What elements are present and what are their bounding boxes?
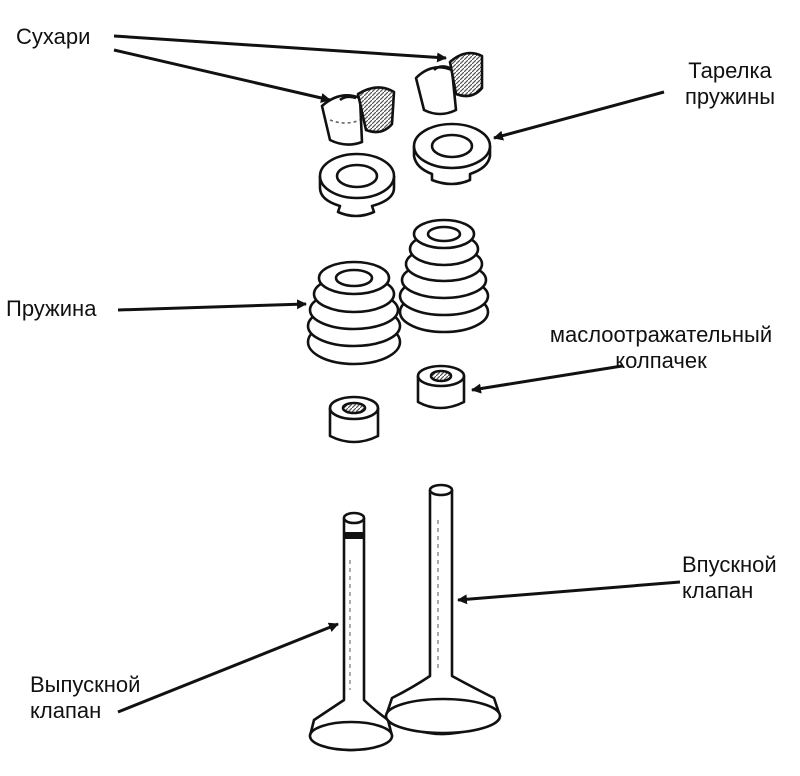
exhaust-arrow [117, 622, 339, 714]
seal-label-line1: маслоотражательный [549, 322, 773, 347]
retainer-right-icon [412, 122, 492, 186]
exhaust-label-line1: Выпускной [30, 672, 141, 697]
keeper-right-icon [414, 51, 484, 116]
keeper-left-icon [320, 86, 396, 146]
keepers-arrow-upper [113, 34, 447, 63]
retainer-label: Тарелка пружины [664, 58, 796, 110]
seal-label-line2: колпачек [615, 348, 707, 373]
spring-right-icon [398, 218, 490, 334]
exhaust-valve-icon [308, 511, 394, 752]
leader-arrows [113, 34, 681, 714]
retainer-arrow [493, 90, 665, 141]
exhaust-label-line2: клапан [30, 698, 102, 723]
keepers-label-text: Сухари [16, 24, 91, 49]
seal-label: маслоотражательный колпачек [530, 322, 792, 374]
valve-seal-right-icon [416, 364, 466, 410]
exhaust-valve-label: Выпускной клапан [30, 672, 140, 724]
spring-label: Пружина [6, 296, 96, 322]
intake-label-line2: клапан [682, 578, 754, 603]
keepers-label: Сухари [16, 24, 90, 50]
retainer-label-line1: Тарелка [688, 58, 772, 83]
spring-arrow [117, 299, 307, 312]
retainer-label-line2: пружины [684, 84, 776, 109]
spring-left-icon [306, 260, 402, 366]
intake-label-line1: Впускной [682, 552, 777, 577]
keepers-arrow-lower [113, 48, 331, 103]
spring-label-text: Пружина [6, 296, 97, 321]
valve-seal-left-icon [328, 395, 380, 444]
intake-valve-label: Впускной клапан [682, 552, 777, 604]
retainer-left-icon [318, 152, 396, 218]
seal-arrow [471, 364, 623, 394]
intake-arrow [457, 580, 681, 605]
intake-valve-icon [384, 483, 502, 736]
